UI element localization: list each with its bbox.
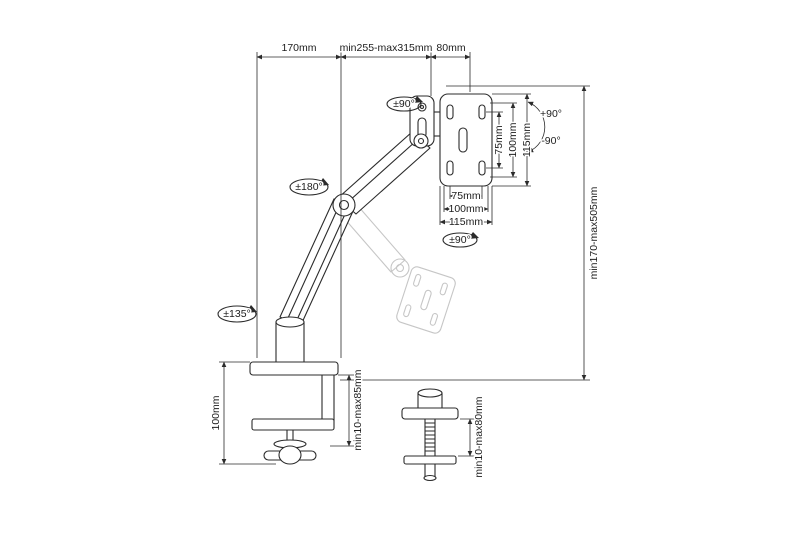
vesa-horizontal-100: 100mm: [448, 203, 483, 215]
clamp-knob: [278, 445, 302, 465]
vesa-horizontal-115: 115mm: [449, 216, 483, 228]
head-bracket: [409, 95, 440, 149]
vesa-vertical-115: 115mm: [521, 123, 533, 157]
grommet-mount: [401, 388, 459, 482]
dimension-lines: [219, 52, 590, 465]
desk-clamp: [249, 361, 339, 465]
monitor-arm-drawing: [275, 93, 493, 365]
head-rotation-label: ±90°: [393, 98, 415, 110]
dim-170mm: 170mm: [281, 42, 316, 54]
rotation-indicators: [217, 96, 546, 323]
ghost-arm-position: [336, 197, 456, 334]
dim-80mm: 80mm: [436, 42, 465, 54]
vesa-vertical-100: 100mm: [507, 122, 519, 157]
vesa-vertical-75: 75mm: [493, 125, 505, 154]
clamp-height-label: 100mm: [210, 395, 222, 430]
dim-reach-range: min255-max315mm: [340, 42, 433, 54]
base-rotation-label: ±135°: [223, 308, 250, 320]
base-rotation-icon: [217, 305, 257, 323]
tilt-arc-icon: [527, 101, 546, 153]
elbow-rotation-label: ±180°: [295, 181, 322, 193]
clamp-top-plate: [249, 361, 339, 376]
vesa-rotation-icon: [442, 232, 479, 248]
grommet-bracket: [403, 455, 457, 465]
elbow-joint: [332, 193, 356, 217]
vesa-rotation-label: ±90°: [449, 234, 471, 246]
height-range-label: min170-max505mm: [588, 186, 600, 279]
head-rotation-icon: [386, 96, 423, 112]
clamp-web: [321, 374, 335, 422]
vesa-horizontal-75: 75mm: [451, 190, 480, 202]
riser-pole: [275, 321, 305, 365]
grommet-range-label: min10-max80mm: [473, 396, 485, 477]
elbow-rotation-icon: [289, 178, 329, 196]
clamp-range-label: min10-max85mm: [352, 369, 364, 450]
tilt-up-label: +90°: [540, 108, 562, 120]
tilt-down-label: -90°: [541, 135, 560, 147]
ghost-vesa-plate: [396, 266, 456, 334]
labels: 170mm min255-max315mm 80mm ±90° ±180° ±1…: [209, 41, 602, 480]
grommet-top-plate: [401, 407, 459, 420]
clamp-bottom-jaw: [251, 418, 335, 431]
vesa-plate: [439, 93, 493, 187]
